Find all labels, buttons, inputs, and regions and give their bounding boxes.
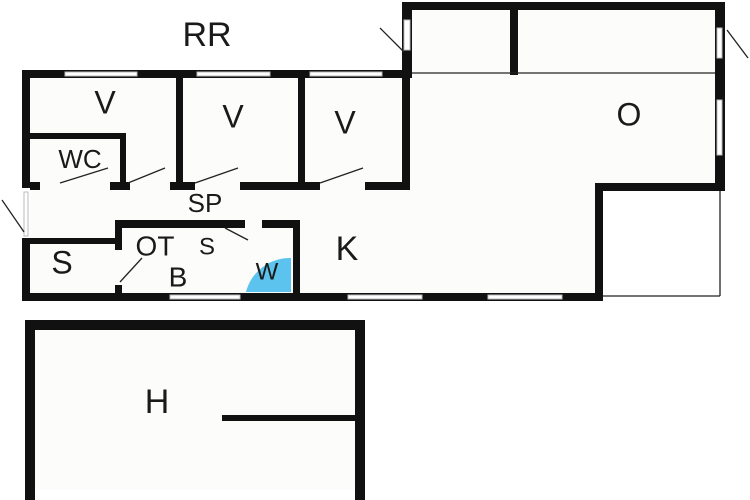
room-label-k: K — [336, 230, 359, 268]
room-label-o: O — [617, 96, 642, 132]
walls — [22, 2, 725, 500]
room-label-ot: OT — [136, 230, 175, 261]
room-label-b: B — [169, 261, 188, 292]
room-label-wc: WC — [58, 144, 101, 174]
washer-fixture — [246, 257, 291, 292]
floors — [30, 10, 720, 490]
door-swings — [1, 27, 749, 283]
room-label-h: H — [145, 383, 170, 421]
windows — [23, 19, 723, 300]
room-label-v2: V — [222, 98, 244, 134]
room-label-w: W — [256, 258, 279, 285]
room-label-rr: RR — [182, 16, 231, 54]
room-label-s2: S — [199, 233, 215, 260]
room-label-v1: V — [94, 84, 116, 120]
room-label-sp: SP — [188, 188, 223, 218]
room-label-v3: V — [334, 104, 356, 140]
room-label-s: S — [51, 244, 72, 280]
